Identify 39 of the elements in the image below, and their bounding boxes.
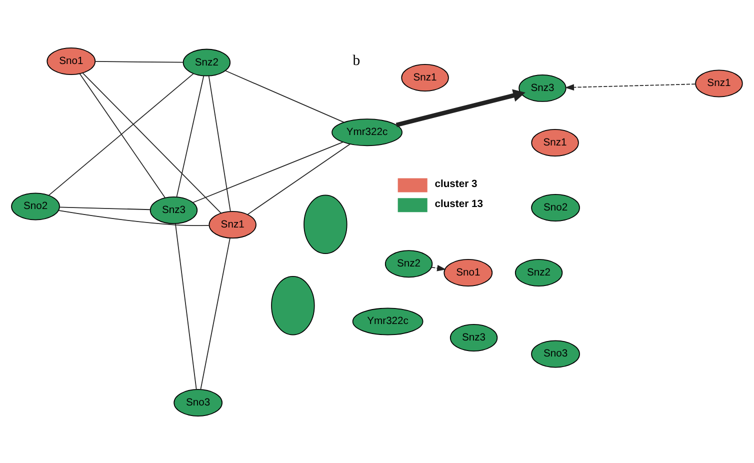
connector <box>247 143 350 214</box>
connector <box>225 70 344 122</box>
node-ellipse: Snz1 <box>208 210 256 238</box>
arrow <box>396 88 526 127</box>
arrow <box>564 83 696 90</box>
node-ellipse: Snz1 <box>695 69 743 97</box>
connector <box>174 222 197 390</box>
node-ellipse: Sno2 <box>11 192 60 220</box>
connector <box>208 74 231 212</box>
node-ellipse: Snz3 <box>150 196 198 224</box>
connector <box>58 210 210 226</box>
node-ellipse: Ymr322c <box>332 118 402 146</box>
connector <box>82 72 222 214</box>
connector <box>59 206 150 210</box>
connector <box>79 72 166 198</box>
arrow <box>431 264 446 271</box>
node-ellipse: Snz1 <box>531 128 579 156</box>
node-ellipse: Sno1 <box>444 258 493 286</box>
connector <box>48 72 194 196</box>
node-ellipse: Sno3 <box>531 340 580 368</box>
connector <box>94 60 184 62</box>
node-ellipse: Sno2 <box>531 194 580 221</box>
node-ellipse: Ymr322c <box>352 307 424 335</box>
node-ellipse <box>271 276 315 335</box>
connector <box>200 237 230 390</box>
legend-label: cluster 13 <box>434 198 483 210</box>
node-ellipse: Snz2 <box>182 48 231 76</box>
node-ellipse: Snz3 <box>518 74 566 102</box>
node-ellipse: Snz2 <box>514 258 563 286</box>
node-ellipse: Sno3 <box>174 388 223 416</box>
connector <box>192 141 344 202</box>
node-ellipse: Snz3 <box>450 324 498 351</box>
node-ellipse: Snz1 <box>401 64 449 91</box>
label: b <box>352 52 360 69</box>
legend-label: cluster 3 <box>434 178 478 190</box>
node-ellipse: Snz2 <box>384 250 433 278</box>
node-ellipse: Sno1 <box>46 47 96 74</box>
connector <box>176 74 204 197</box>
node-ellipse <box>304 194 348 254</box>
